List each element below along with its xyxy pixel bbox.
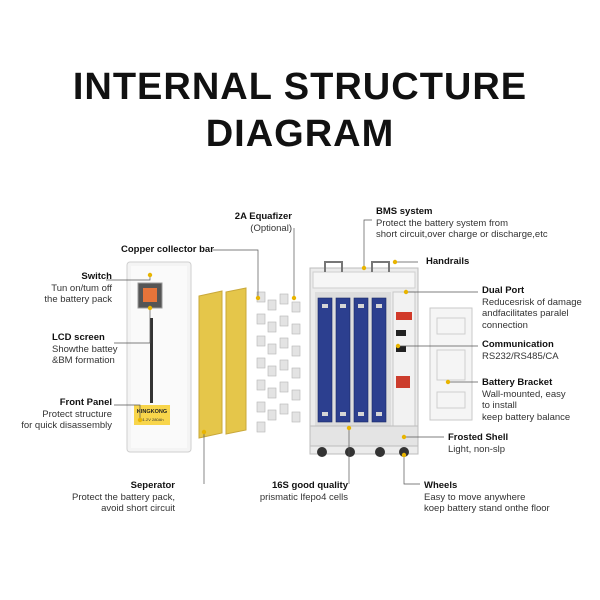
handrail-left [324, 261, 343, 272]
front-panel-logo: KINGKONG 51.2V 280Ah [134, 405, 170, 425]
label-frosted-shell: Frosted Shell Light, non-slp [448, 432, 509, 455]
label-communication: Communication RS232/RS485/CA [482, 339, 559, 362]
brand-name: KINGKONG [137, 409, 167, 415]
lfepo4-cells [317, 297, 387, 423]
battery-bracket [429, 307, 473, 421]
label-wheels: Wheels Easy to move anywhere koep batter… [424, 480, 550, 514]
label-cells: 16S good quality prismatic lfepo4 cells [259, 480, 348, 503]
battery-enclosure [309, 261, 419, 457]
collector-bars [256, 291, 301, 433]
label-copper-collector-bar: Copper collector bar [121, 244, 214, 255]
handrail-right [371, 261, 390, 272]
front-panel: KINGKONG 51.2V 280Ah [126, 261, 192, 453]
wheels [317, 447, 409, 457]
lcd-screen [137, 282, 163, 309]
label-bms-system: BMS system Protect the battery system fr… [376, 206, 548, 240]
page-title-line2: DIAGRAM [205, 113, 395, 155]
label-switch: Switch Tun on/tum off the battery pack [44, 271, 112, 305]
separator-plates [198, 287, 247, 439]
label-separator: Seperator Protect the battery pack, avoi… [72, 480, 175, 514]
label-handrails: Handrails [426, 256, 470, 267]
label-dual-port: Dual Port Reducesrisk of damage andfacil… [482, 285, 582, 331]
label-equalizer: 2A Equafizer (Optional) [234, 211, 292, 234]
light-strip [150, 318, 153, 403]
page-title-line1: INTERNAL STRUCTURE [72, 66, 528, 108]
callout-dots [137, 259, 451, 458]
label-front-panel: Front Panel Protect structure for quick … [21, 397, 112, 431]
label-lcd-screen: LCD screen Showthe battey &BM formation [52, 332, 118, 366]
bms-panel [392, 291, 416, 427]
brand-model: 51.2V 280Ah [140, 417, 163, 422]
label-battery-bracket: Battery Bracket Wall-mounted, easy to in… [482, 377, 571, 423]
